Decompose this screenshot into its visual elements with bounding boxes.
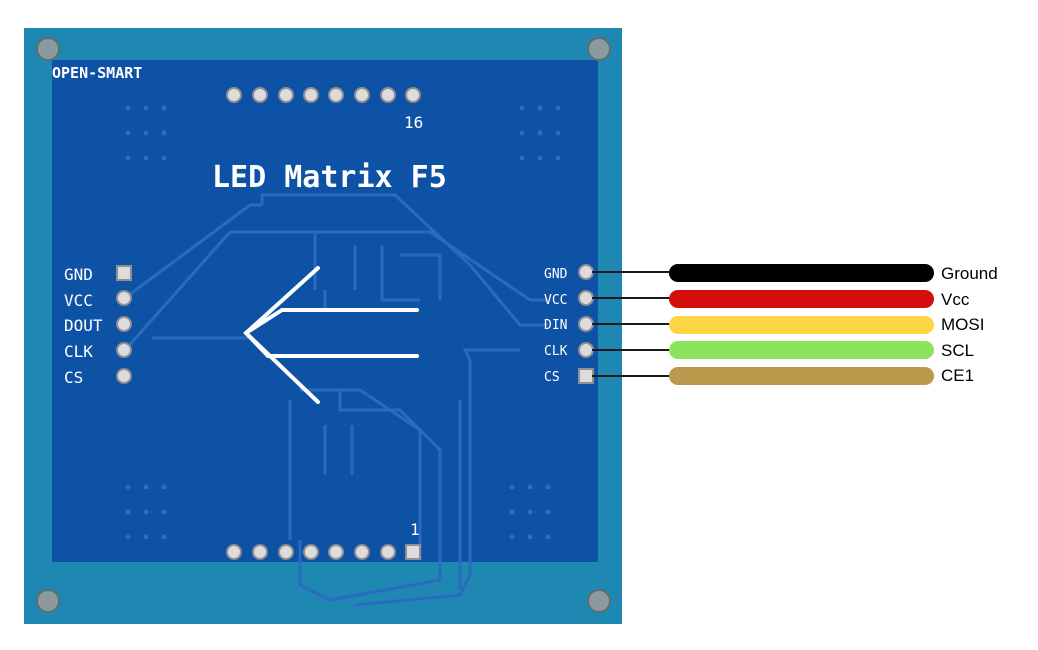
right-pin-vcc: VCC [544, 293, 567, 308]
mounting-holes [36, 37, 611, 613]
right-pin-clk: CLK [544, 344, 568, 359]
right-pin-gnd: GND [544, 267, 568, 282]
left-pin-clk: CLK [64, 342, 93, 361]
bottom-header-pins [226, 544, 421, 560]
via-grids [125, 105, 561, 540]
arrow-silkscreen [243, 266, 419, 404]
board-title: LED Matrix F5 [212, 160, 447, 195]
wire-label-ground: Ground [941, 264, 998, 283]
wire-label-ce1: CE1 [941, 366, 975, 385]
left-header: GND VCC DOUT CLK CS [64, 265, 132, 387]
right-pin-cs: CS [544, 370, 560, 385]
left-pin-cs: CS [64, 368, 83, 387]
pcb-traces [123, 193, 548, 607]
pcb-inner [52, 82, 598, 562]
wire-label-vcc: Vcc [941, 290, 970, 309]
top-header-pins [226, 87, 421, 103]
wire-label-scl: SCL [941, 341, 975, 360]
pin16-label: 16 [404, 113, 423, 132]
jumper-wires [592, 264, 934, 385]
brand-label: OPEN-SMART [52, 64, 142, 82]
wire-label-mosi: MOSI [941, 315, 985, 334]
left-pin-dout: DOUT [64, 316, 103, 335]
right-header: GND VCC DIN CLK CS [544, 264, 594, 385]
right-pin-din: DIN [544, 318, 567, 333]
pin1-label: 1 [410, 520, 420, 539]
left-pin-vcc: VCC [64, 291, 93, 310]
left-pin-gnd: GND [64, 265, 93, 284]
pcb-inner-top [52, 60, 598, 90]
